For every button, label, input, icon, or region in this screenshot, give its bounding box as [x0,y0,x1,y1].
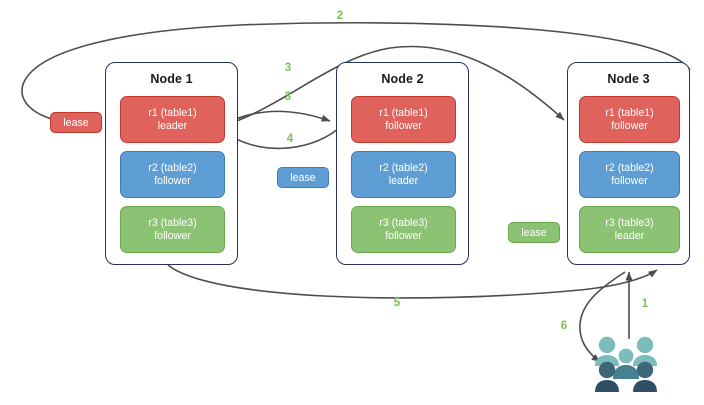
lease-badge-r3[interactable]: lease [508,222,560,243]
node-title: Node 3 [607,72,650,86]
replica-name: r1 (table1) [605,106,654,119]
replica-role: follower [611,174,648,187]
replica-r1-node3[interactable]: r1 (table1) follower [579,96,680,143]
replica-r3-node2[interactable]: r3 (table3) follower [351,206,456,253]
users-group-icon [593,334,663,396]
edge-label-6: 6 [560,320,568,332]
replica-name: r2 (table2) [605,161,654,174]
edge-label-3-upper: 3 [284,62,292,74]
replica-name: r2 (table2) [148,161,197,174]
node-box-node3[interactable]: Node 3 r1 (table1) follower r2 (table2) … [567,62,690,265]
replica-name: r1 (table1) [148,106,197,119]
replica-role: leader [388,174,419,187]
replica-role: leader [614,229,645,242]
replica-r2-node2[interactable]: r2 (table2) leader [351,151,456,198]
edge-label-2: 2 [336,10,344,22]
replica-r2-node3[interactable]: r2 (table2) follower [579,151,680,198]
edge-label-1: 1 [641,298,649,310]
replica-role: leader [157,119,188,132]
replica-role: follower [385,119,422,132]
replica-r1-node1[interactable]: r1 (table1) leader [120,96,225,143]
replica-r3-node1[interactable]: r3 (table3) follower [120,206,225,253]
node-title: Node 2 [381,72,424,86]
replica-role: follower [154,174,191,187]
replica-r3-node3[interactable]: r3 (table3) leader [579,206,680,253]
replica-name: r3 (table3) [379,216,428,229]
node-title: Node 1 [150,72,193,86]
replica-role: follower [385,229,422,242]
lease-badge-r1[interactable]: lease [50,112,102,133]
node-box-node2[interactable]: Node 2 r1 (table1) follower r2 (table2) … [336,62,469,265]
node-box-node1[interactable]: Node 1 r1 (table1) leader r2 (table2) fo… [105,62,238,265]
replica-name: r3 (table3) [605,216,654,229]
replica-name: r2 (table2) [379,161,428,174]
replica-r1-node2[interactable]: r1 (table1) follower [351,96,456,143]
edge-step-5 [167,264,658,299]
edge-label-4: 4 [286,133,294,145]
replica-role: follower [611,119,648,132]
lease-badge-r2[interactable]: lease [277,167,329,188]
replica-role: follower [154,229,191,242]
edge-label-3-lower: 3 [284,91,292,103]
replica-name: r1 (table1) [379,106,428,119]
edge-label-5: 5 [393,297,401,309]
replica-name: r3 (table3) [148,216,197,229]
replica-r2-node1[interactable]: r2 (table2) follower [120,151,225,198]
